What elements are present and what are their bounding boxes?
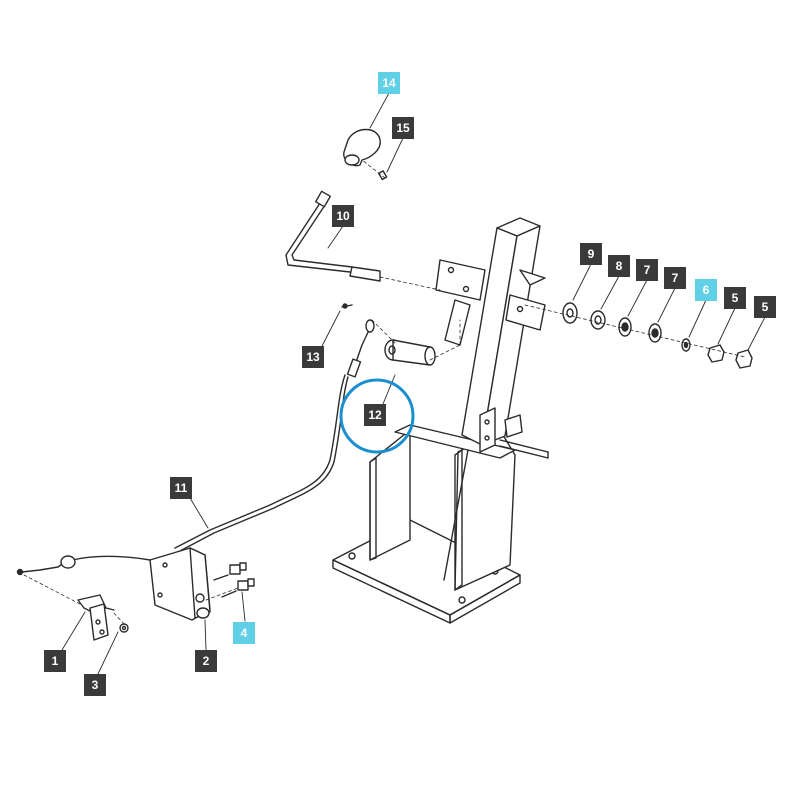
cable-end-fitting: [77, 594, 115, 641]
callout-1: 1: [44, 650, 66, 672]
washers-and-nuts: [562, 302, 753, 369]
callout-10: 10: [332, 205, 354, 227]
upper-bracket: [435, 259, 546, 346]
callout-6: 6: [695, 279, 717, 301]
callout-9: 9: [580, 243, 602, 265]
callout-11: 11: [170, 477, 192, 499]
lever-knob: [343, 128, 381, 167]
callout-7a: 7: [636, 259, 658, 281]
assembly-axis-lines: [23, 159, 746, 625]
cable-clip: [341, 303, 353, 309]
callout-7b: 7: [664, 267, 686, 289]
callout-3: 3: [84, 674, 106, 696]
callout-2: 2: [195, 650, 217, 672]
lever-column: [443, 217, 541, 581]
control-cable: [16, 319, 375, 576]
highlight-ring: [339, 378, 415, 454]
lower-bracket: [479, 407, 549, 459]
callout-8: 8: [608, 255, 630, 277]
retaining-clip: [119, 623, 129, 633]
set-screw: [378, 170, 388, 181]
bracket-bolts: [213, 562, 255, 598]
leader-lines: [61, 92, 766, 675]
cable-bracket: [149, 547, 211, 621]
callout-4: 4: [233, 622, 255, 644]
callout-5b: 5: [754, 296, 776, 318]
callout-15: 15: [392, 117, 414, 139]
callout-5a: 5: [724, 287, 746, 309]
pivot-pin: [384, 339, 436, 366]
callout-13: 13: [302, 346, 324, 368]
shift-lever-rod: [285, 190, 381, 282]
callout-12: 12: [364, 404, 386, 426]
callout-14: 14: [378, 72, 400, 94]
